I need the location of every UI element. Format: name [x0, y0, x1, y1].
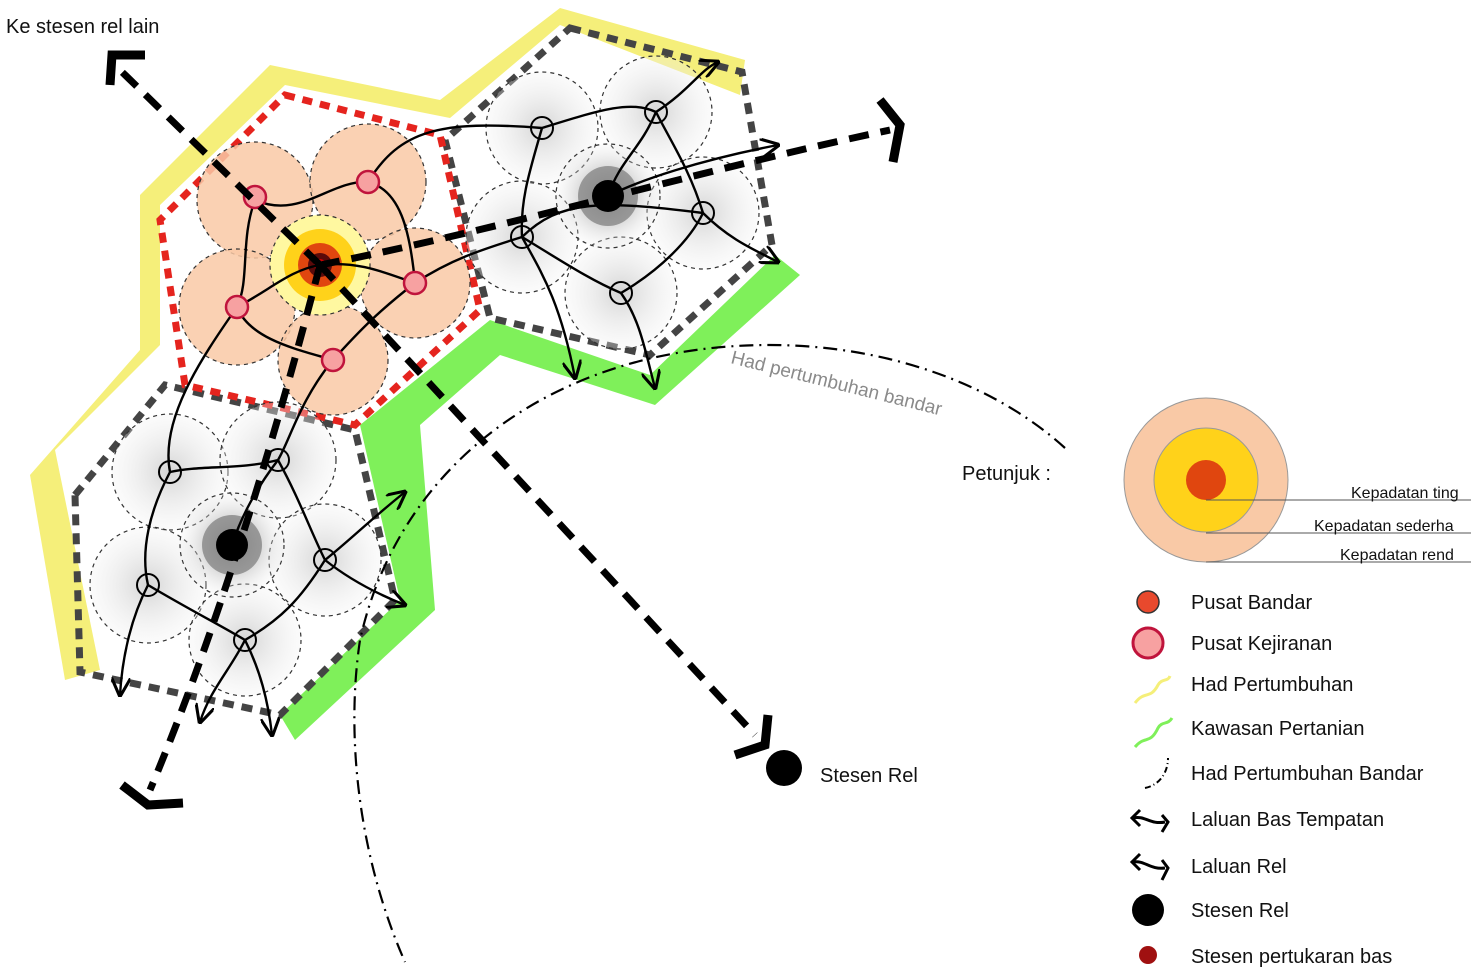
suburb-boundary-northeast: [441, 24, 776, 359]
growth-limit-arc-label: Had pertumbuhan bandar: [729, 347, 945, 420]
agricultural-area: [280, 255, 800, 740]
city-centre-icon: [1136, 590, 1160, 614]
legend-label-city-centre: Pusat Bandar: [1191, 592, 1313, 614]
legend-label-local-bus-route: Laluan Bas Tempatan: [1191, 809, 1384, 831]
legend-label-urban-growth-limit: Had Pertumbuhan Bandar: [1191, 763, 1424, 785]
legend-label-bus-interchange: Stesen pertukaran bas: [1191, 946, 1392, 968]
rail-station-marker: [766, 750, 802, 786]
rail-station-label: Stesen Rel: [820, 765, 918, 787]
legend-label-agricultural-area: Kawasan Pertanian: [1191, 718, 1364, 740]
suburb-bus-stops: [136, 100, 715, 652]
legend-label-rail-route: Laluan Rel: [1191, 856, 1287, 878]
neighbourhood-centre-icon: [1131, 626, 1165, 660]
legend-label-growth-boundary: Had Pertumbuhan: [1191, 674, 1353, 696]
rail-arrowheads: [105, 50, 905, 810]
rail-route-icon: [1129, 852, 1170, 881]
suburb-boundary-southwest: [71, 381, 399, 719]
rail-station-icon: [1132, 894, 1164, 926]
legend-label-rail-station: Stesen Rel: [1191, 900, 1289, 922]
density-low-label: Kepadatan rend: [1340, 547, 1454, 564]
legend-title: Petunjuk :: [962, 463, 1051, 485]
to-other-station-label: Ke stesen rel lain: [6, 16, 159, 38]
legend-label-neighbourhood-centre: Pusat Kejiranan: [1191, 633, 1332, 655]
local-bus-route-icon: [1129, 808, 1170, 833]
rail-routes: [117, 67, 891, 792]
density-legend: [1123, 397, 1471, 563]
growth-boundary-icon: [1133, 675, 1172, 704]
agricultural-area-icon: [1133, 717, 1174, 749]
bus-interchange-icon: [1139, 946, 1157, 964]
urban-growth-limit-arc: [353, 343, 1066, 963]
density-high-label: Kepadatan ting: [1351, 485, 1459, 502]
density-medium-label: Kepadatan sederha: [1314, 518, 1454, 535]
urban-growth-limit-icon: [1144, 757, 1169, 789]
town-neighbourhood-centres: [224, 169, 428, 373]
